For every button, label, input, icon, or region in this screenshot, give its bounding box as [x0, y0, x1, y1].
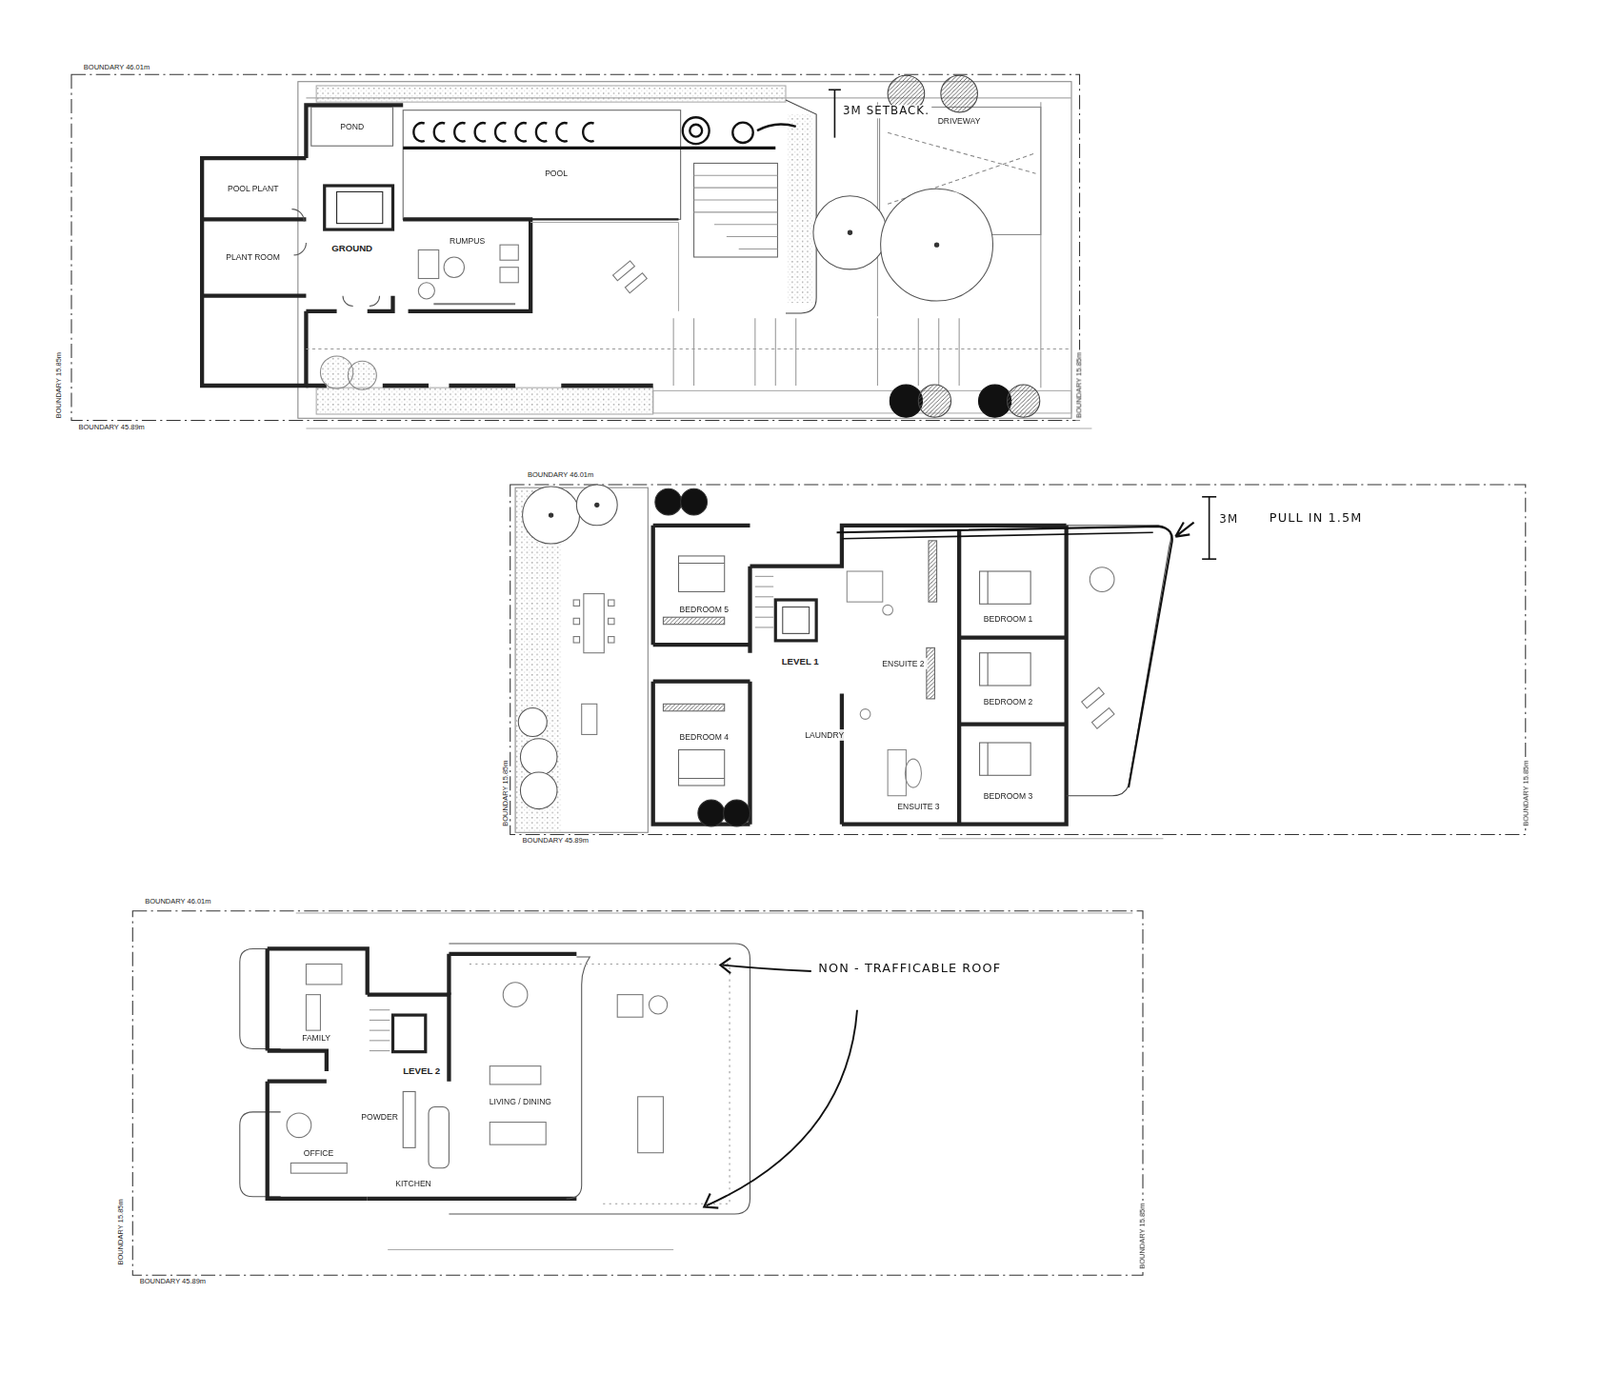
room-label-box: LAUNDRY	[801, 729, 847, 741]
room-name: RUMPUS	[449, 236, 485, 246]
boundary-dimension: BOUNDARY 15.85m	[1139, 1200, 1148, 1272]
boundary-dimension: BOUNDARY 46.01m	[142, 898, 214, 907]
room-label-box: BEDROOM 2	[980, 696, 1037, 708]
room-name: OFFICE	[303, 1148, 334, 1159]
room-label-box: POOL	[541, 167, 571, 180]
boundary-dimension: BOUNDARY 15.85m	[1522, 758, 1532, 829]
level-name: LEVEL 1	[780, 656, 821, 667]
handwritten-note: NON - TRAFFICABLE ROOF	[816, 961, 1003, 977]
room-name: POND	[340, 121, 364, 132]
room-label-box: BEDROOM 4	[676, 731, 732, 743]
boundary-dimension: BOUNDARY 46.01m	[525, 471, 597, 480]
room-name: KITCHEN	[395, 1179, 432, 1189]
room-name: BEDROOM 2	[983, 697, 1033, 707]
handwritten-note: 3M SETBACK.	[840, 104, 932, 119]
room-name: POWDER	[360, 1112, 399, 1122]
boundary-dimension: BOUNDARY 15.85m	[55, 350, 64, 421]
level-name: GROUND	[329, 242, 375, 254]
boundary-dimension: BOUNDARY 15.85m	[500, 758, 510, 829]
level-name: LEVEL 2	[400, 1066, 442, 1078]
room-label-box: LIVING / DINING	[486, 1096, 556, 1108]
handwritten-note: 3M	[1217, 513, 1240, 527]
handwritten-note: PULL IN 1.5M	[1267, 511, 1365, 526]
room-label-box: BEDROOM 3	[980, 790, 1037, 802]
room-name: PLANT ROOM	[225, 252, 280, 262]
room-label-box: KITCHEN	[392, 1178, 435, 1190]
room-name: LIVING / DINING	[489, 1097, 552, 1107]
room-name: BEDROOM 5	[680, 604, 729, 615]
boundary-dimension: BOUNDARY 15.85m	[1075, 350, 1084, 421]
room-name: FAMILY	[301, 1033, 331, 1043]
room-label-box: DRIVEWAY	[934, 115, 983, 127]
room-label-box: POOL PLANT	[224, 182, 282, 195]
room-label-box: RUMPUS	[446, 235, 489, 247]
room-label-box: POND	[337, 120, 367, 133]
room-name: LAUNDRY	[804, 730, 844, 740]
room-name: BEDROOM 1	[983, 613, 1033, 623]
room-label-box: PLANT ROOM	[222, 251, 283, 263]
room-label-box: ENSUITE 3	[894, 800, 943, 813]
room-name: ENSUITE 2	[881, 659, 924, 669]
boundary-dimension: BOUNDARY 45.89m	[138, 1277, 209, 1286]
room-name: BEDROOM 3	[983, 791, 1033, 801]
room-name: BEDROOM 4	[680, 732, 729, 742]
room-label-box: POWDER	[358, 1111, 401, 1123]
room-name: DRIVEWAY	[938, 116, 981, 126]
boundary-dimension: BOUNDARY 46.01m	[81, 62, 153, 72]
room-label-box: FAMILY	[299, 1032, 334, 1044]
boundary-dimension: BOUNDARY 15.85m	[116, 1197, 125, 1268]
room-label-box: OFFICE	[300, 1147, 338, 1160]
boundary-dimension: BOUNDARY 45.89m	[76, 423, 147, 433]
room-name: POOL PLANT	[227, 183, 280, 194]
boundary-dimension: BOUNDARY 45.89m	[520, 837, 591, 846]
room-label-box: BEDROOM 5	[676, 603, 732, 616]
room-name: POOL	[544, 168, 568, 179]
room-name: ENSUITE 3	[897, 801, 940, 812]
room-label-box: BEDROOM 1	[980, 612, 1037, 624]
room-label-box: ENSUITE 2	[879, 658, 928, 670]
